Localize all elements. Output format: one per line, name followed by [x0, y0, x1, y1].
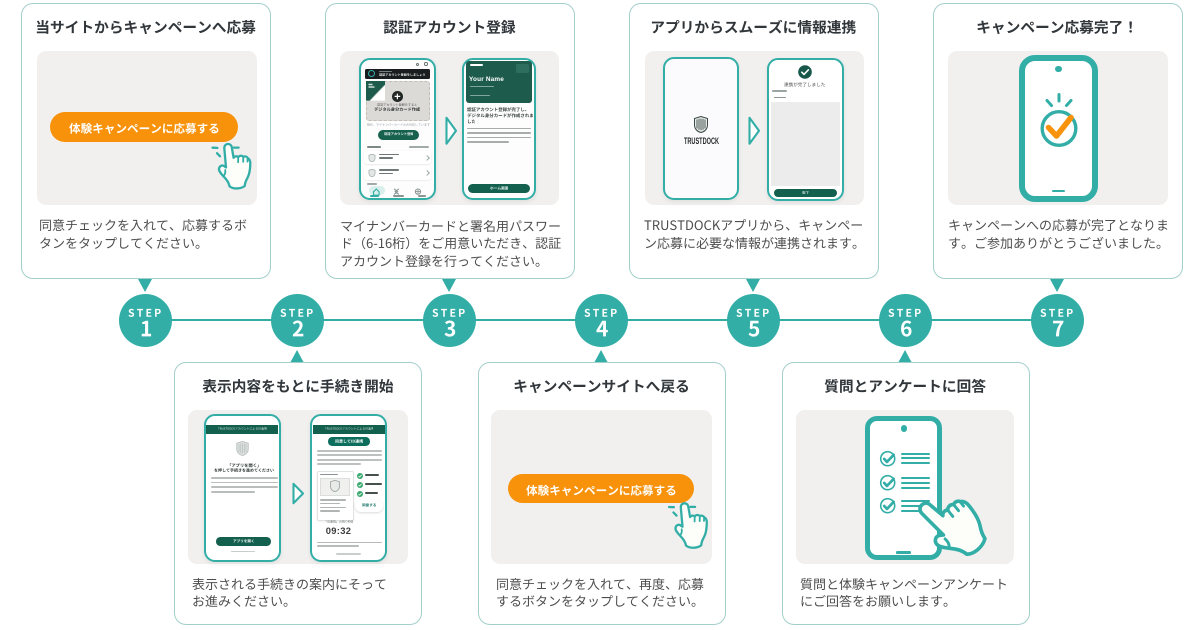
svg-text:TRUSTDOCK: TRUSTDOCK [684, 136, 719, 146]
svg-text:Your Name: Your Name [469, 76, 504, 83]
